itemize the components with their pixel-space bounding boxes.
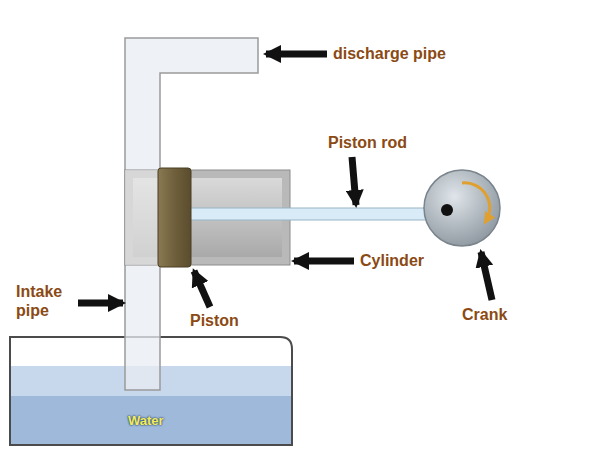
water-label: Water bbox=[128, 413, 164, 428]
leader-arrows bbox=[78, 54, 492, 307]
piston bbox=[158, 168, 191, 267]
part-label: Crank bbox=[462, 305, 507, 324]
part-label: Cylinder bbox=[360, 251, 424, 270]
part-label: Piston bbox=[190, 311, 239, 330]
part-label: Piston rod bbox=[328, 133, 407, 152]
rotation-arrow bbox=[462, 183, 490, 221]
part-label: Intake pipe bbox=[16, 282, 76, 320]
piston-rod bbox=[190, 208, 442, 220]
water-region: Water bbox=[10, 337, 292, 445]
crank-wheel bbox=[424, 170, 500, 246]
crank-pin bbox=[441, 204, 453, 216]
part-label: discharge pipe bbox=[333, 44, 446, 63]
